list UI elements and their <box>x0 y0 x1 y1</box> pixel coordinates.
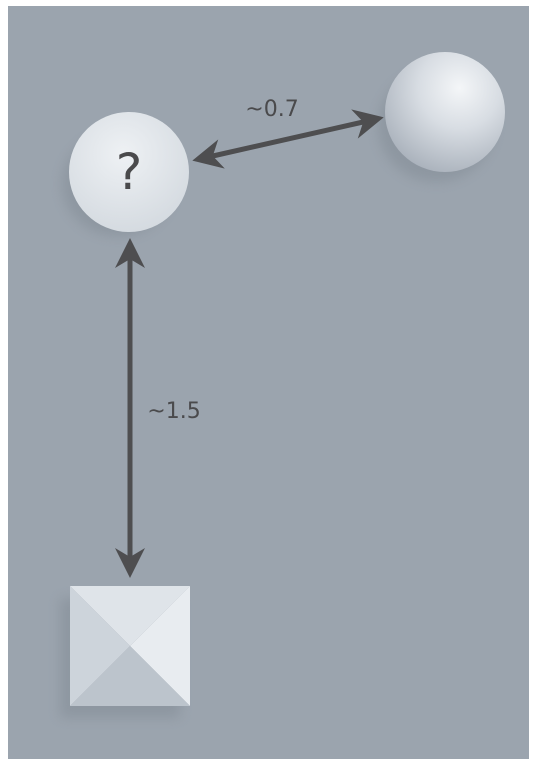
edge-label-1-5: ~1.5 <box>147 399 200 424</box>
edge-unknown-to-sphere: ~0.7 <box>192 97 384 169</box>
unknown-node-symbol: ? <box>116 143 143 201</box>
edge-unknown-to-pyramid: ~1.5 <box>115 238 201 578</box>
unknown-node: ? <box>69 112 189 232</box>
sphere-node <box>385 52 505 172</box>
pyramid-node <box>70 586 190 706</box>
edge-label-0-7: ~0.7 <box>245 97 298 122</box>
diagram-svg: ? ~0.7 ~1.5 <box>60 52 505 718</box>
diagram-canvas: ? ~0.7 ~1.5 <box>8 6 529 759</box>
